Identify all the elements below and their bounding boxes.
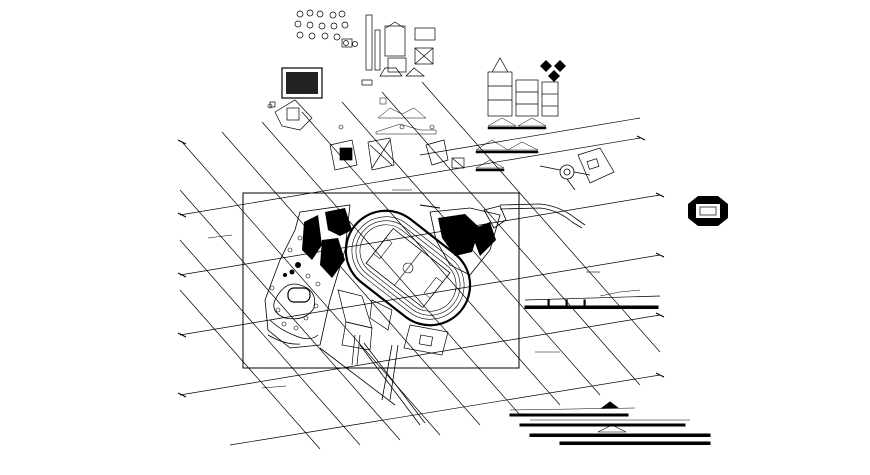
site-section-profile (524, 289, 661, 309)
scattered-trees (269, 235, 321, 331)
south-courts (337, 289, 449, 366)
tree-symbol-legend (294, 9, 358, 47)
tower-elevations (487, 57, 559, 117)
landscape-zone-left (264, 204, 351, 349)
north-markers (267, 103, 435, 130)
building-complex-right (419, 204, 507, 276)
illegible-labels (207, 189, 600, 389)
athletics-stadium (344, 209, 472, 327)
site-elevation-profiles (509, 401, 711, 445)
roof-diamond-symbols (540, 60, 566, 82)
rotated-site-grid (179, 81, 661, 450)
site-boundary-frame (242, 192, 520, 369)
stadium-section-icon (688, 196, 728, 226)
roundabout (539, 164, 591, 191)
tall-elevation-details (341, 14, 436, 86)
tree-clusters-left (283, 208, 352, 278)
access-roads (319, 203, 586, 426)
elevation-silhouettes (375, 97, 547, 172)
roundabout-building (577, 147, 615, 184)
hatched-square-detail (281, 67, 323, 99)
building-plan-details (269, 99, 465, 171)
grid-end-marks (177, 135, 665, 398)
